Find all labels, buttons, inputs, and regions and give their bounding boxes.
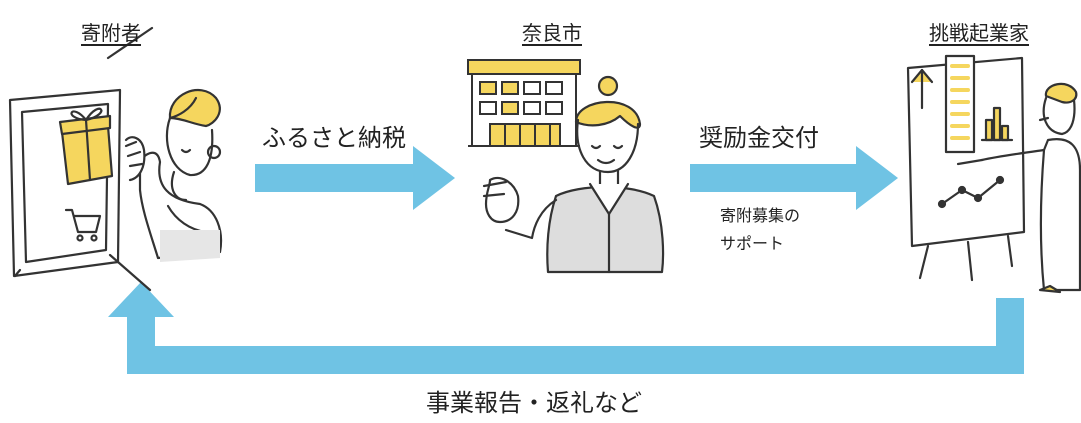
arrow-label-return: 事業報告・返礼など (426, 389, 642, 417)
arrow-grant (690, 146, 898, 210)
sub-label-support-line2: サポート (720, 234, 785, 253)
arrow-tax (255, 146, 455, 210)
entrepreneur-illustration-icon (906, 54, 1081, 294)
arrow-label-grant: 奨励金交付 (699, 124, 819, 152)
sub-label-support-line1: 寄附募集の (720, 206, 801, 225)
node-label-entrepreneur: 挑戦起業家 (929, 21, 1029, 45)
city-hall-icon (467, 59, 581, 147)
city-staff-icon (482, 75, 665, 274)
arrow-label-tax: ふるさと納税 (262, 124, 406, 152)
arrow-return (108, 282, 1024, 374)
node-label-city: 奈良市 (522, 21, 582, 45)
node-label-donor: 寄附者 (81, 21, 141, 45)
donor-illustration-icon (8, 26, 223, 292)
